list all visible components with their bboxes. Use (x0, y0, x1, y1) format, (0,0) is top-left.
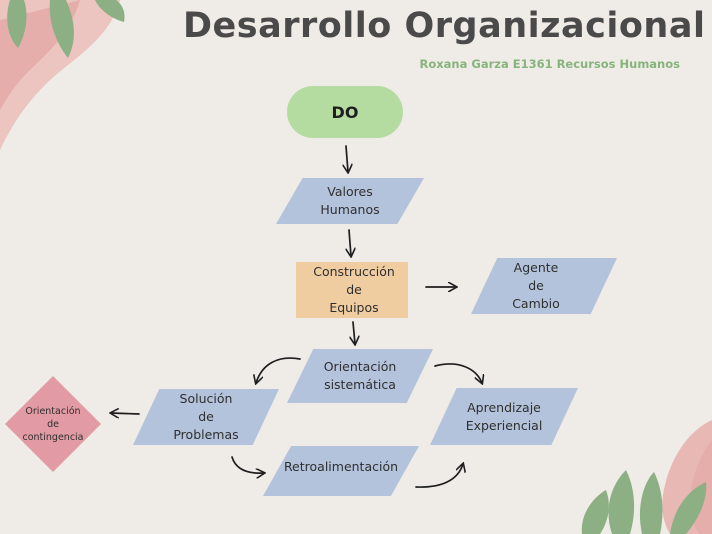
node-construccion-label: Construcción de Equipos (313, 264, 395, 315)
arrow-solucion-to-retroalimentacion (231, 456, 264, 473)
node-orientacion-sistematica-label: Orientación sistemática (323, 359, 397, 392)
node-contingencia-label: Orientación de contingencia (22, 405, 84, 443)
leaf-top-left-1 (7, 0, 27, 48)
node-do-oval (287, 86, 403, 138)
node-aprendizaje-experiencial (430, 388, 578, 445)
leaf-bottom-right-1 (581, 490, 609, 534)
node-construccion-de-equipos (296, 262, 408, 318)
arrow-construccion-to-orientacion (353, 321, 355, 344)
node-solucion-label: Solución de Problemas (173, 391, 239, 442)
node-solucion-de-problemas (133, 389, 279, 445)
arrow-orientacion-to-aprendizaje (434, 363, 482, 383)
leaf-bottom-right-4 (670, 482, 707, 534)
page-subtitle: Roxana Garza E1361 Recursos Humanos (419, 57, 681, 71)
leaf-top-left-2 (49, 0, 74, 58)
node-valores-humanos (276, 178, 424, 224)
arrow-do-to-valores (346, 145, 348, 172)
node-aprendizaje-label: Aprendizaje Experiencial (465, 399, 543, 433)
leaf-bottom-right-3 (639, 472, 663, 534)
node-retroalimentacion-label: Retroalimentación (283, 459, 399, 474)
node-agente-label: Agente de Cambio (512, 260, 560, 311)
arrow-valores-to-construccion (349, 229, 351, 256)
node-retroalimentacion (263, 446, 419, 496)
node-orientacion-sistematica (287, 349, 433, 403)
node-do-label: DO (331, 102, 359, 122)
leaf-bottom-right-2 (608, 470, 635, 534)
arrow-orientacion-to-solucion (256, 357, 301, 383)
node-valores-humanos-label: Valores Humanos (320, 184, 380, 217)
node-agente-de-cambio (471, 258, 617, 314)
arrow-solucion-to-contingencia (111, 413, 140, 414)
leaf-top-left-3 (95, 0, 125, 22)
arrow-retroalimentacion-to-aprendizaje (415, 464, 463, 488)
page-title: Desarrollo Organizacional (183, 6, 706, 46)
